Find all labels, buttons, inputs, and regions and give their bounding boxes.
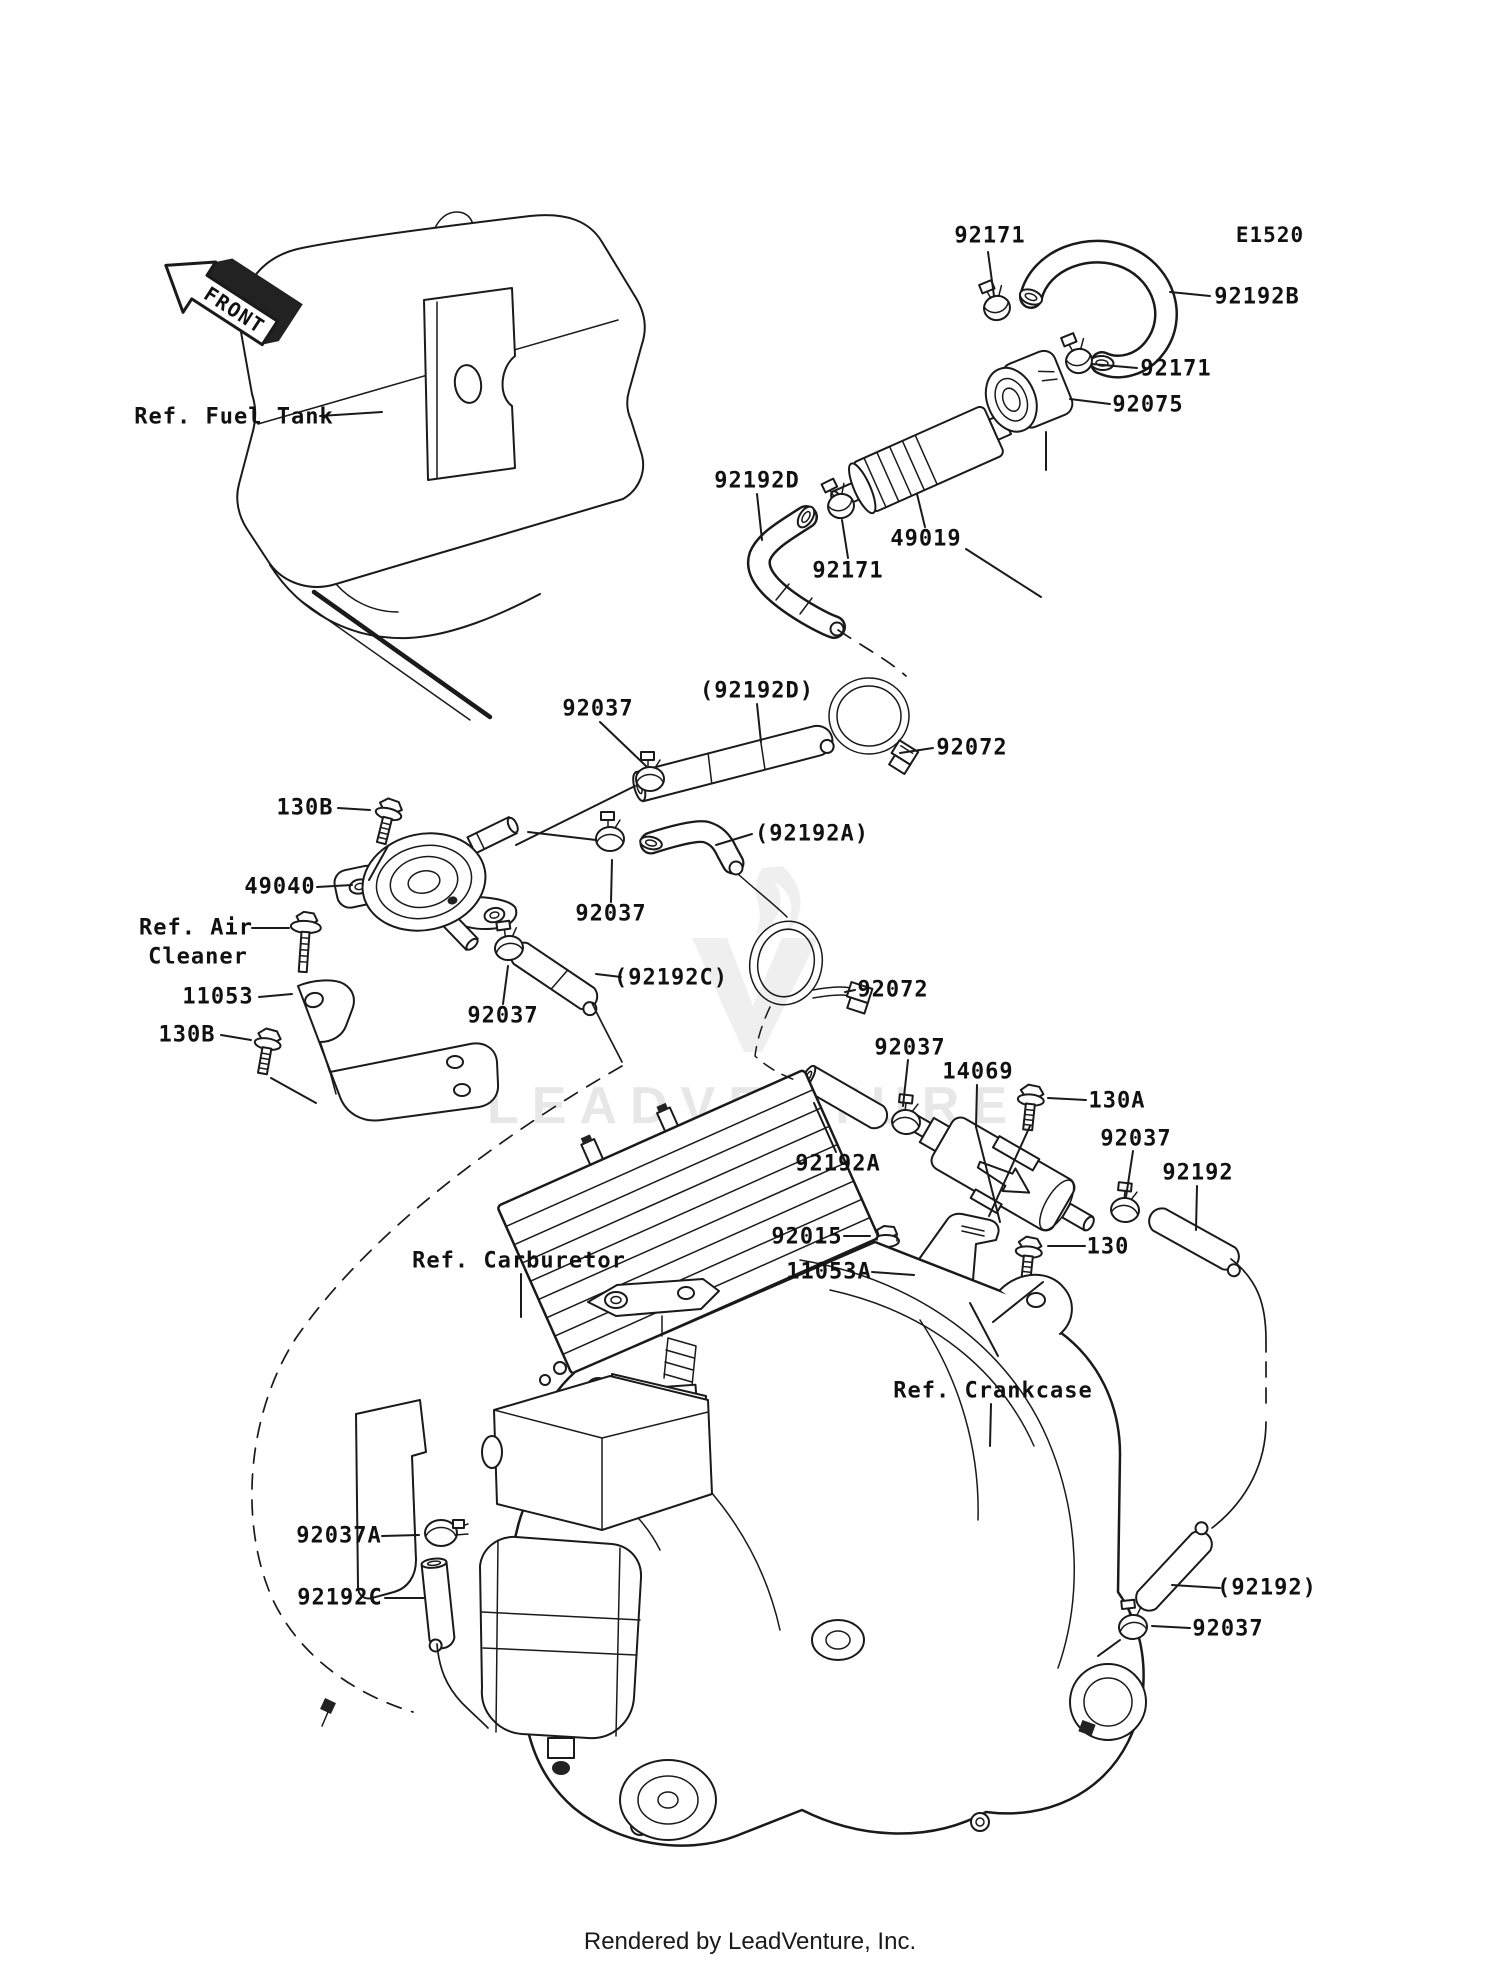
fuel-tank-drawing <box>236 211 646 721</box>
clamp-92037-5 <box>1108 1180 1143 1225</box>
clamp-92171-2 <box>1059 329 1096 377</box>
air-cleaner-screw <box>286 909 323 974</box>
clamp-band-92072-2 <box>748 920 874 1015</box>
watermark-flame-icon <box>692 866 818 1052</box>
leader-lines <box>220 251 1221 1657</box>
clamp-92037-2 <box>595 811 625 852</box>
clamp-band-92072-1 <box>828 677 920 775</box>
hose-92192c-lower <box>420 1557 456 1653</box>
clamp-92037a <box>424 1519 469 1547</box>
hose-92192-lower <box>1135 1521 1213 1612</box>
carburetor-drawing <box>320 1278 720 1775</box>
clamp-92037-1 <box>635 751 665 792</box>
hose-92192d-upper <box>746 505 846 639</box>
bolt-130b-2 <box>248 1025 285 1077</box>
clamp-92037-3 <box>490 918 526 963</box>
bolt-130a <box>1013 1082 1047 1133</box>
hose-92192d-lower <box>632 724 835 803</box>
filter-holder-92075 <box>984 349 1074 433</box>
hose-92192a-upper <box>639 820 788 918</box>
hose-92192 <box>1148 1207 1241 1278</box>
clamp-92037-4 <box>889 1092 924 1137</box>
hose-routing-lines <box>251 629 1267 1729</box>
bracket-11053 <box>297 979 500 1122</box>
clamp-92171-1 <box>977 276 1014 324</box>
hose-92192b <box>1018 239 1178 379</box>
